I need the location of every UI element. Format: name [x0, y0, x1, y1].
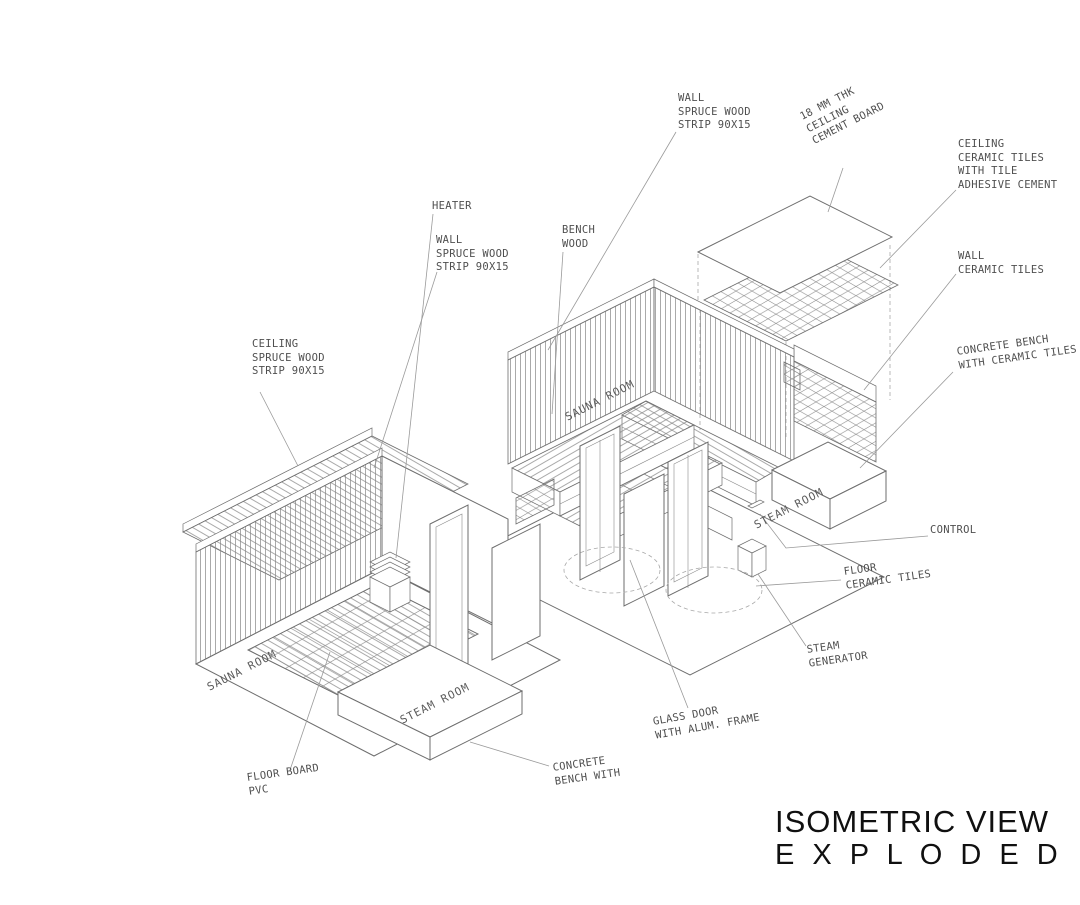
drawing-subtitle: E X P L O D E D: [775, 839, 1063, 871]
label-heater: HEATER: [432, 200, 472, 212]
label-control: CONTROL: [930, 524, 977, 536]
glass-door-b: [667, 441, 709, 597]
label-ceiling-spruce: CEILING SPRUCE WOOD STRIP 90X15: [252, 338, 325, 378]
concrete-bench-front: [336, 644, 524, 761]
lower-partition-stub: [491, 523, 541, 661]
glass-door-a: [579, 425, 621, 581]
label-ceiling-ceramic-tiles: CEILING CERAMIC TILES WITH TILE ADHESIVE…: [958, 138, 1058, 191]
drawing-title: ISOMETRIC VIEW: [775, 804, 1050, 839]
door-swing-arc-a: [563, 546, 661, 594]
label-wall-ceramic-tiles: WALL CERAMIC TILES: [958, 250, 1045, 276]
steam-generator-box: [737, 538, 767, 578]
wall-grille: [783, 361, 801, 391]
ceiling-cement-board-panel: [696, 195, 894, 294]
heater-box: [369, 551, 411, 613]
leader-lines: [259, 131, 957, 771]
label-wall-spruce-left: WALL SPRUCE WOOD STRIP 90X15: [436, 234, 509, 274]
label-bench-wood: BENCH WOOD: [562, 224, 596, 250]
concrete-bench-steam-room: [770, 441, 888, 530]
partition-wall-stub: [623, 473, 665, 607]
lower-room: [182, 427, 562, 761]
upper-room: [458, 278, 888, 676]
control-unit: [747, 499, 765, 509]
bench-lattice-panel: [515, 478, 555, 525]
door-swing-arc-b: [665, 566, 763, 614]
label-wall-spruce-top: WALL SPRUCE WOOD STRIP 90X15: [678, 92, 751, 132]
floor-board-parquet: [247, 583, 479, 701]
